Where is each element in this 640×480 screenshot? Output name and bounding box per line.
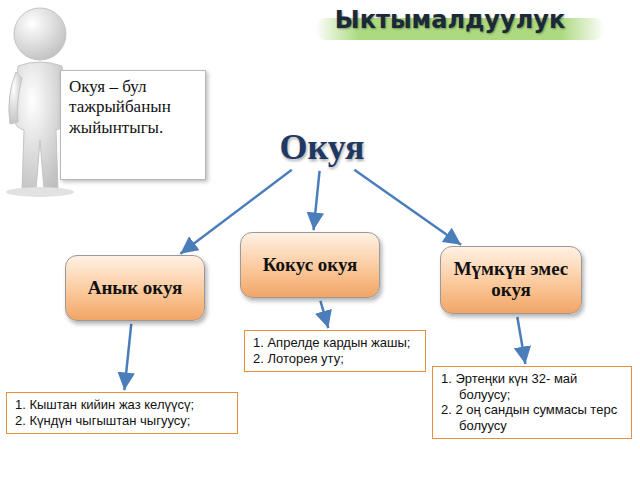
node-text: Окуя – бул тажрыйбанын жыйынтыгы. (69, 77, 197, 138)
definition-callout: Окуя – бул тажрыйбанын жыйынтыгы. (60, 70, 206, 180)
node-text: Анык окуя (88, 278, 183, 299)
event-box: Мүмкүн эмес окуя (440, 246, 582, 314)
page-title: Ыктымалдуулук (300, 6, 600, 34)
example-list: 1. Кыштан кийин жаз келүүсү;2. Күндүн чы… (6, 392, 238, 434)
example-list: 1. Эртеңки күн 32- май болуусу;2. 2 оң с… (432, 366, 632, 439)
event-box: Кокус окуя (240, 232, 380, 298)
floor-shadow (6, 187, 74, 197)
example-list: 1. Апрелде кардын жашы;2. Лоторея уту; (244, 330, 426, 372)
central-heading: Окуя (252, 126, 392, 168)
node-text: Окуя (256, 126, 388, 168)
list-item: 1. Кыштан кийин жаз келүүсү; (15, 397, 229, 413)
event-box: Анык окуя (65, 255, 205, 321)
connector-arrow (314, 171, 320, 230)
connector-arrow (124, 324, 131, 390)
list-item: 1. Эртеңки күн 32- май болуусу; (441, 371, 623, 402)
node-text: Мүмкүн эмес окуя (449, 259, 573, 301)
list-item: 1. Апрелде кардын жашы; (253, 335, 417, 351)
list-item: 2. 2 оң сандын суммасы терс болуусу (441, 402, 623, 433)
connector-arrow (320, 301, 328, 328)
list-item: 2. Күндүн чыгыштан чыгуусу; (15, 413, 229, 429)
node-text: Кокус окуя (263, 255, 358, 276)
list-item: 2. Лоторея уту; (253, 351, 417, 367)
connector-arrow (517, 317, 525, 364)
